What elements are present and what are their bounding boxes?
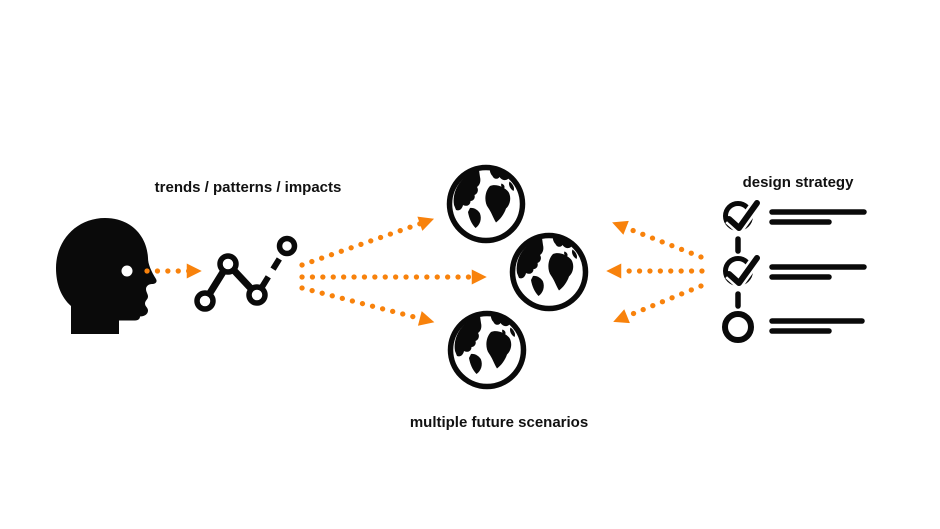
design-strategy-label: design strategy [743,174,855,191]
trend-line-icon [194,235,298,312]
check-icon [726,255,760,286]
trends-label: trends / patterns / impacts [155,179,342,196]
arrow-strategy-to-scenario-bottom [613,283,704,324]
eye-dot [121,265,133,277]
head-profile-icon [56,218,157,334]
checklist-item-unchecked [722,311,754,343]
arrow-trend-to-scenario-top [299,216,435,268]
checklist-icon [722,199,867,343]
checklist-item-checked [723,254,762,292]
checklist-text-lines [769,209,867,334]
checklist-item-checked [723,199,762,237]
globe-icon-bottom [451,314,524,387]
check-icon [726,200,760,231]
dotted-arrows [144,216,705,326]
globe-icon-middle [513,236,586,309]
arrow-trend-to-scenario-bottom [299,285,435,326]
arrow-strategy-to-scenario-top [612,220,704,260]
globe-icon-top [450,168,523,241]
scenarios-label: multiple future scenarios [410,414,588,431]
dashed-projection-segment [259,251,286,289]
